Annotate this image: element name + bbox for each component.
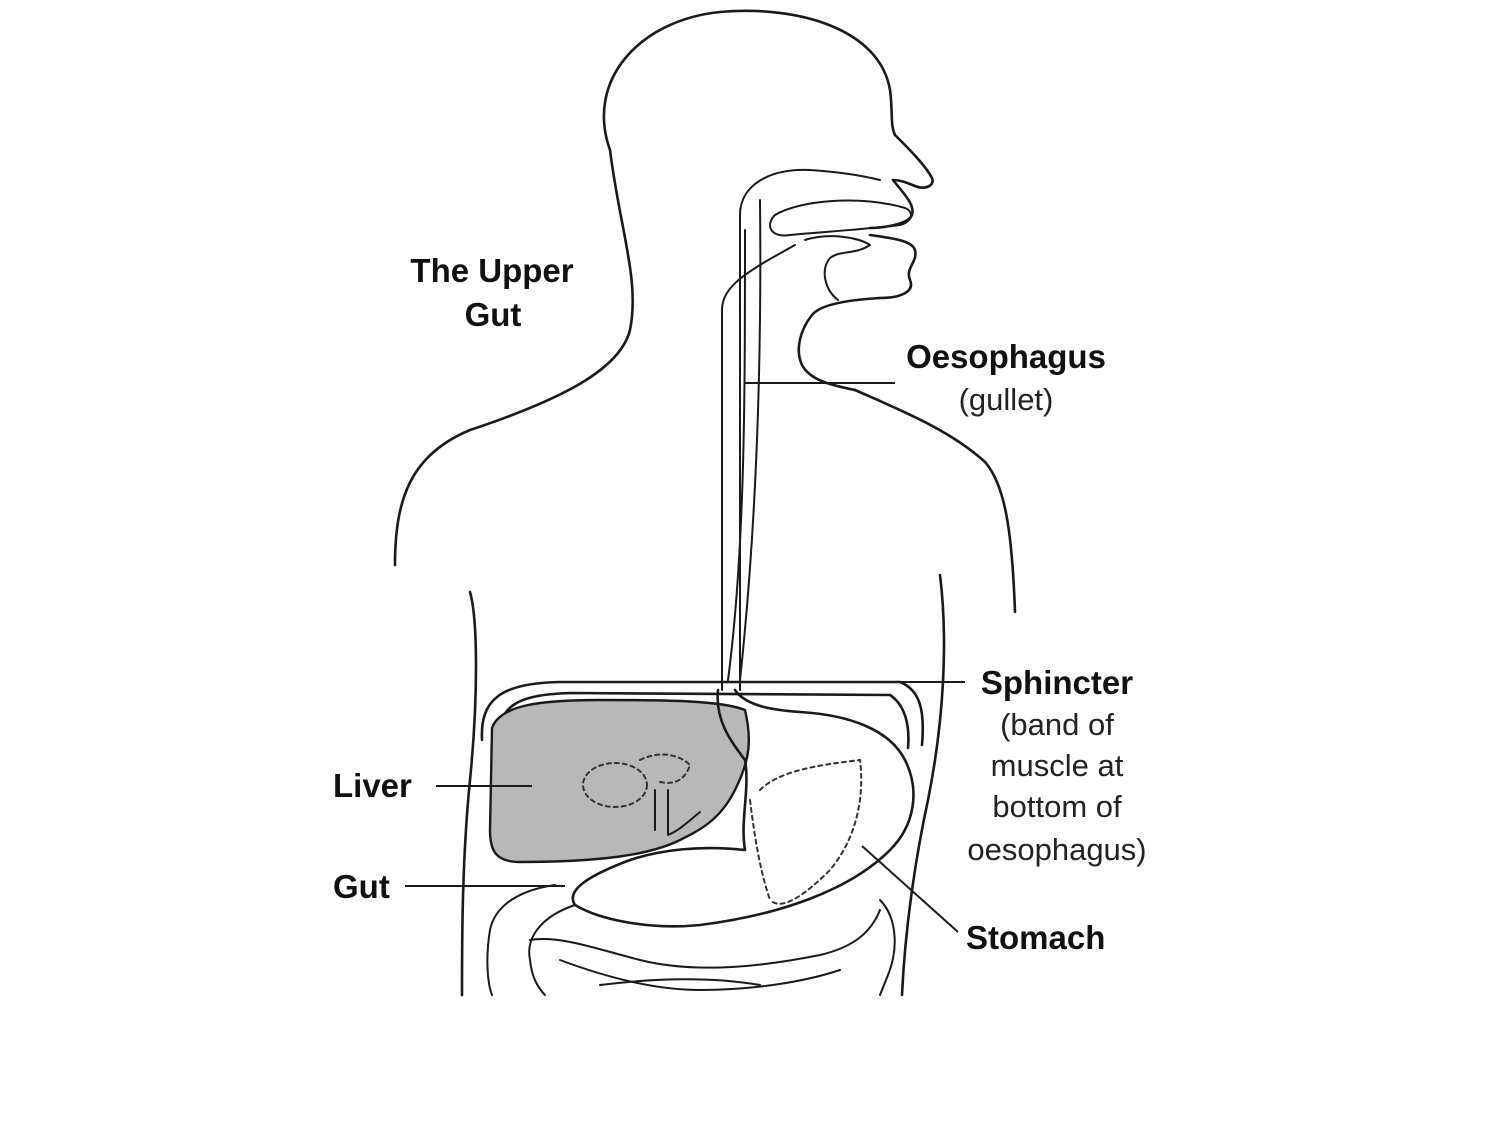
oral-cavity [721,168,912,691]
stomach-label: Stomach [966,919,1105,956]
stomach [571,688,915,928]
liver [488,698,751,864]
sphincter-note-line-1: (band of [1000,707,1114,742]
title-line-2: Gut [465,296,522,333]
gallbladder-dashed [582,753,701,836]
gut-label: Gut [333,868,390,905]
sphincter-note-line-3: bottom of [992,789,1122,824]
sphincter-label: Sphincter [981,664,1133,701]
body-outline [393,9,1017,997]
stomach-leader [861,845,959,933]
title-line-1: The Upper [410,252,573,289]
sphincter-note-line-2: muscle at [991,748,1124,783]
liver-label: Liver [333,767,412,804]
oesophagus-note: (gullet) [959,382,1054,417]
oesophagus-tube [727,199,762,681]
intestines [486,884,896,996]
oesophagus-label: Oesophagus [906,338,1106,375]
sphincter-note-line-4: oesophagus) [967,832,1146,867]
